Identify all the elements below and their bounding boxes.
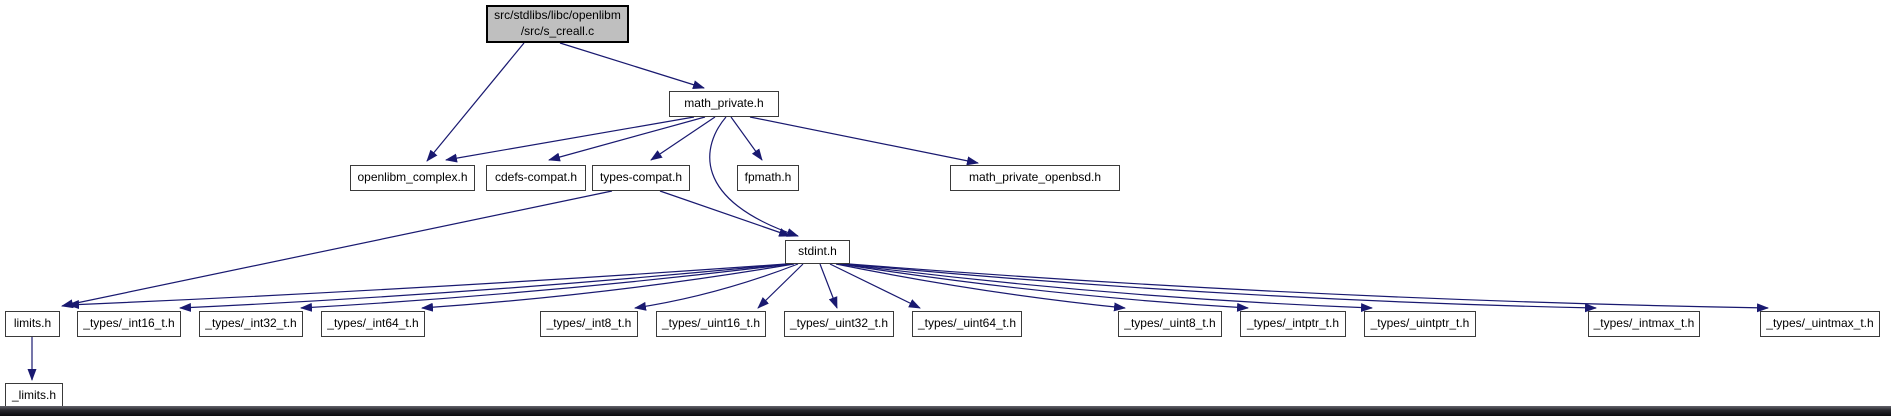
node-label: _types/_int16_t.h (83, 316, 175, 331)
node-types-uint16-t-h[interactable]: _types/_uint16_t.h (656, 311, 766, 337)
node-label: _types/_uint8_t.h (1124, 316, 1216, 331)
node-label: math_private.h (684, 96, 764, 111)
node-label: _types/_uintptr_t.h (1370, 316, 1470, 331)
edge-stdint-to-intmax (845, 263, 1597, 313)
node-types-intmax-t-h[interactable]: _types/_intmax_t.h (1588, 311, 1700, 337)
edge-math-private-to-math-private-openbsd (749, 116, 979, 166)
edge-stdint-to-int16 (179, 263, 789, 312)
node-label: _limits.h (11, 387, 56, 402)
node-label: types-compat.h (599, 170, 683, 185)
edge-stdint-to-uint16 (757, 263, 804, 309)
edge-math-private-to-types-compat (650, 116, 716, 161)
edge-math-private-to-cdefs-compat (548, 116, 706, 162)
node-label: _types/_uint32_t.h (789, 316, 889, 331)
node-types-int64-t-h[interactable]: _types/_int64_t.h (321, 311, 425, 337)
node-types-uintmax-t-h[interactable]: _types/_uintmax_t.h (1760, 311, 1880, 337)
bottom-edge-bar (0, 406, 1891, 416)
edge-stdint-to-uint8 (835, 263, 1126, 312)
node-label: stdint.h (798, 244, 837, 259)
node-label: _types/_uintmax_t.h (1766, 316, 1874, 331)
edge-stdint-to-uintmax (848, 263, 1769, 313)
node-types-uint64-t-h[interactable]: _types/_uint64_t.h (912, 311, 1022, 337)
node-types-uint8-t-h[interactable]: _types/_uint8_t.h (1118, 311, 1222, 337)
edge-stdint-to-int64 (421, 263, 795, 312)
node-label: _types/_int32_t.h (205, 316, 297, 331)
node-cdefs-compat-h[interactable]: cdefs-compat.h (486, 165, 586, 191)
node-label: _types/_intptr_t.h (1246, 316, 1340, 331)
node-types-intptr-t-h[interactable]: _types/_intptr_t.h (1240, 311, 1346, 337)
node-label: cdefs-compat.h (494, 170, 578, 185)
node-label: _types/_int8_t.h (546, 316, 632, 331)
node-label: _types/_int64_t.h (327, 316, 419, 331)
node-limits-h[interactable]: limits.h (5, 311, 60, 337)
root-label-line1: src/stdlibs/libc/openlibm (494, 8, 621, 23)
edge-stdint-to-uintptr (842, 263, 1373, 313)
edge-stdint-to-uint32 (819, 263, 838, 309)
node-types-int32-t-h[interactable]: _types/_int32_t.h (199, 311, 303, 337)
node-types-int8-t-h[interactable]: _types/_int8_t.h (540, 311, 638, 337)
node-types-int16-t-h[interactable]: _types/_int16_t.h (77, 311, 181, 337)
edge-math-private-to-fpmath (730, 116, 763, 161)
node-openlibm-complex-h[interactable]: openlibm_complex.h (350, 165, 475, 191)
edge-math-private-to-stdint (709, 116, 799, 237)
node-label: _types/_intmax_t.h (1593, 316, 1695, 331)
node-stdint-h[interactable]: stdint.h (785, 240, 850, 264)
edge-stdint-to-limits (67, 263, 787, 310)
root-label-line2: /src/s_creall.c (520, 24, 595, 38)
edge-types-compat-to-limits (61, 190, 613, 309)
node-_limits-h[interactable]: _limits.h (5, 383, 63, 408)
edge-stdint-to-int8 (634, 263, 799, 311)
node-s-creall-c: src/stdlibs/libc/openlibm /src/s_creall.… (486, 5, 629, 43)
edge-math-private-to-openlibm-complex (445, 116, 695, 163)
node-fpmath-h[interactable]: fpmath.h (737, 165, 799, 191)
edge-stdint-to-intptr (839, 263, 1249, 312)
node-math-private-openbsd-h[interactable]: math_private_openbsd.h (950, 165, 1120, 191)
node-label: openlibm_complex.h (357, 170, 468, 185)
edge-s-creall-to-math-private (559, 42, 705, 90)
node-label: limits.h (13, 316, 52, 331)
node-label: _types/_uint16_t.h (661, 316, 761, 331)
node-label: _types/_uint64_t.h (917, 316, 1017, 331)
node-types-uintptr-t-h[interactable]: _types/_uintptr_t.h (1364, 311, 1476, 337)
node-label: math_private_openbsd.h (968, 170, 1102, 185)
node-label: fpmath.h (744, 170, 792, 185)
edge-s-creall-to-openlibm-complex (426, 42, 525, 162)
node-types-uint32-t-h[interactable]: _types/_uint32_t.h (784, 311, 894, 337)
edge-stdint-to-int32 (300, 263, 792, 312)
node-math-private-h[interactable]: math_private.h (669, 91, 779, 117)
edge-stdint-to-uint64 (829, 263, 921, 309)
edge-types-compat-to-stdint (659, 190, 791, 237)
node-types-compat-h[interactable]: types-compat.h (592, 165, 690, 191)
